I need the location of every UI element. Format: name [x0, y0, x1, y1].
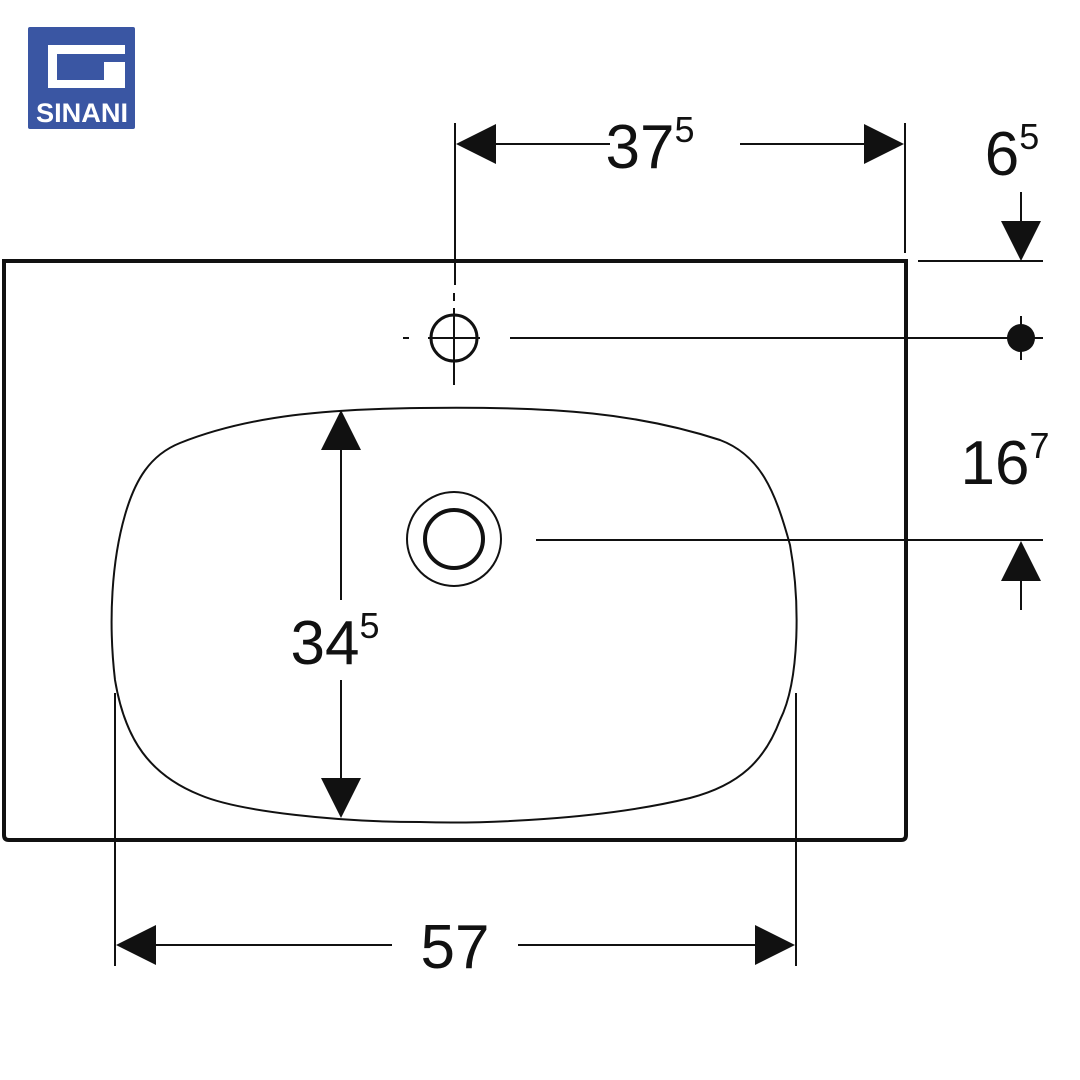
dimension-drain-offset: 167: [536, 425, 1050, 610]
countertop-outline: [2, 259, 908, 842]
dimension-bowl-depth: 345: [291, 410, 380, 818]
dimension-top-width-label: 375: [606, 109, 695, 182]
basin-bowl: [110, 406, 798, 824]
drain-outer: [406, 491, 502, 587]
dimension-top-offset: 65: [918, 116, 1043, 262]
drain-inner: [423, 508, 485, 570]
dimension-top-offset-label: 65: [985, 116, 1040, 189]
dimension-bowl-depth-label: 345: [291, 605, 380, 678]
dimension-bowl-width: 57: [116, 913, 795, 982]
brand-logo: SINANI: [28, 27, 135, 129]
tap-hole: [403, 293, 480, 385]
dimension-top-width: 375: [456, 109, 904, 182]
dimension-drain-offset-label: 167: [961, 425, 1050, 498]
logo-brand-text: SINANI: [36, 98, 128, 128]
logo-mark-icon: [48, 45, 125, 88]
dimension-bowl-width-label: 57: [421, 913, 490, 982]
